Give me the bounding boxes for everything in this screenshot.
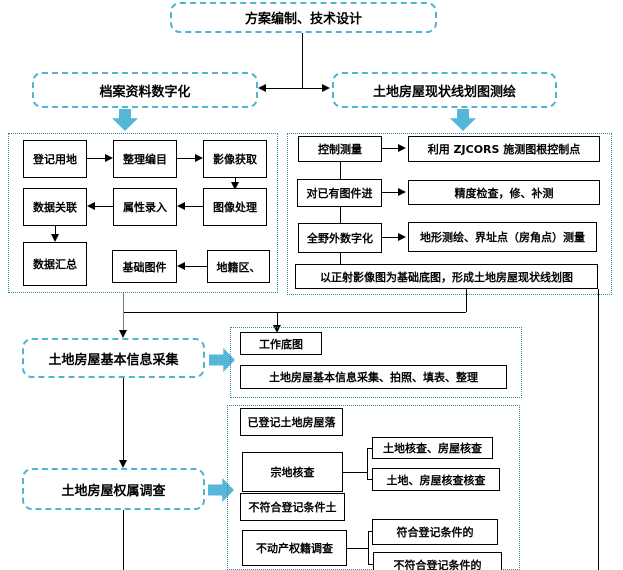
container-collection: [230, 327, 522, 398]
node-meets-registration: 符合登记条件的: [372, 519, 498, 545]
arrowhead-down: [231, 182, 239, 190]
node-orthophoto-base: 以正射影像图为基础底图，形成土地房屋现状线划图: [295, 264, 598, 289]
arrowhead-down: [119, 330, 127, 338]
connector-line: [87, 158, 105, 159]
node-data-summary: 数据汇总: [23, 242, 87, 286]
connector-line: [185, 206, 203, 207]
node-parcel-check: 宗地核查: [242, 452, 343, 492]
node-field-digitization: 全野外数字化: [298, 223, 382, 253]
node-image-processing: 图像处理: [203, 188, 267, 226]
node-line-drawing-mapping: 土地房屋现状线划图测绘: [332, 72, 557, 108]
connector-line: [123, 378, 124, 461]
connector-line: [598, 289, 599, 570]
connector-line: [95, 206, 113, 207]
connector-line: [123, 293, 124, 330]
node-base-maps: 基础图件: [112, 250, 177, 283]
connector-line: [185, 266, 207, 267]
node-ownership-survey: 土地房屋权属调查: [22, 468, 205, 510]
node-working-base-map: 工作底图: [240, 332, 322, 355]
connector-line: [340, 162, 341, 179]
connector-line: [277, 312, 278, 326]
connector-line: [382, 237, 398, 238]
connector-line: [368, 531, 372, 532]
block-arrow-down-icon: [112, 109, 138, 131]
node-data-association: 数据关联: [23, 188, 87, 226]
connector-line: [368, 564, 373, 565]
connector-line: [382, 148, 398, 149]
node-register-land: 登记用地: [23, 140, 87, 178]
node-terrain-survey: 地形测绘、界址点（房角点）测量: [408, 222, 597, 252]
node-noncompliant-land: 不符合登记条件土: [240, 493, 345, 521]
node-plan-design: 方案编制、技术设计: [170, 2, 437, 33]
connector-line: [266, 88, 322, 89]
node-archive-digitization: 档案资料数字化: [32, 72, 258, 108]
node-registered-land-housing: 已登记土地房屋落: [240, 408, 343, 436]
arrowhead-left: [177, 202, 185, 210]
arrowhead-right: [322, 84, 330, 92]
arrowhead-down: [119, 460, 127, 468]
arrowhead-left: [258, 84, 266, 92]
node-land-housing-check: 土地核查、房屋核查: [372, 437, 493, 459]
connector-line: [367, 479, 372, 480]
connector-line: [177, 158, 195, 159]
arrowhead-down: [273, 325, 281, 333]
node-not-meets-registration: 不符合登记条件的: [373, 552, 502, 570]
node-image-acquisition: 影像获取: [203, 140, 267, 178]
connector-line: [343, 472, 367, 473]
connector-line: [123, 312, 466, 313]
node-collection-detail: 土地房屋基本信息采集、拍照、填表、整理: [240, 365, 507, 389]
node-basic-info-collection: 土地房屋基本信息采集: [22, 338, 205, 378]
connector-line: [367, 448, 368, 480]
connector-line: [367, 448, 372, 449]
connector-line: [302, 33, 303, 88]
connector-line: [235, 178, 236, 184]
connector-line: [466, 289, 467, 312]
connector-line: [368, 531, 369, 565]
arrowhead-right: [195, 154, 203, 162]
connector-line: [347, 548, 368, 549]
node-existing-maps: 对已有图件进: [297, 179, 382, 207]
arrowhead-down: [51, 234, 59, 242]
block-arrow-down-icon: [450, 109, 476, 131]
connector-line: [55, 226, 56, 236]
connector-line: [382, 192, 398, 193]
node-catalog: 整理编目: [113, 140, 177, 178]
node-attribute-entry: 属性录入: [113, 188, 177, 226]
container-archive-digitization: [8, 133, 278, 293]
arrowhead-right: [105, 154, 113, 162]
connector-line: [340, 253, 341, 264]
arrowhead-right: [398, 233, 406, 241]
node-accuracy-check: 精度检查，修、补测: [408, 180, 600, 205]
arrowhead-left: [177, 262, 185, 270]
node-zjcors-detail: 利用 ZJCORS 施测图根控制点: [408, 136, 600, 162]
arrowhead-right: [398, 144, 406, 152]
arrowhead-right: [398, 188, 406, 196]
connector-line: [123, 510, 124, 570]
connector-line: [340, 207, 341, 223]
container-mapping: [287, 133, 612, 295]
node-cadastral-district: 地籍区、: [207, 250, 270, 283]
arrowhead-left: [87, 202, 95, 210]
node-control-survey: 控制测量: [298, 136, 382, 162]
node-real-estate-cadastral-survey: 不动产权籍调查: [242, 530, 347, 566]
node-land-housing-check-2: 土地、房屋核查核查: [372, 468, 500, 491]
